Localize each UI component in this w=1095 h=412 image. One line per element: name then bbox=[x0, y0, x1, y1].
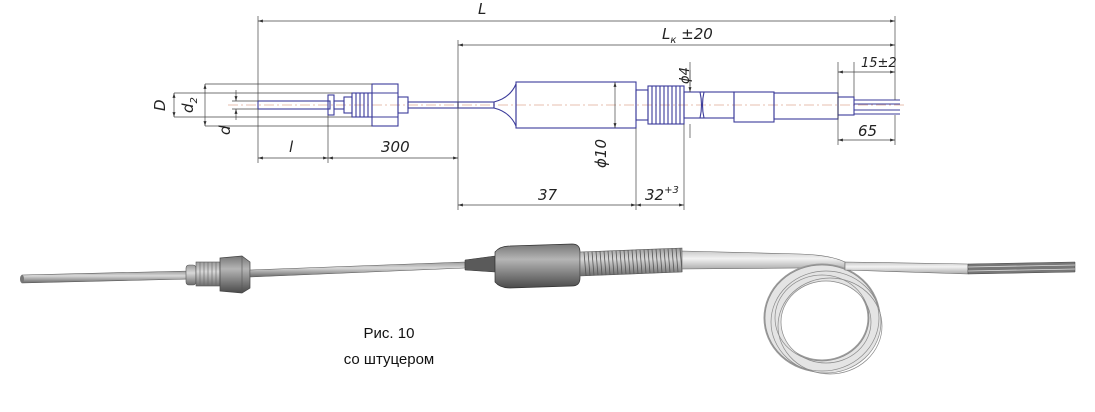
render-cable-end bbox=[844, 261, 969, 275]
wire-ends bbox=[837, 96, 855, 116]
dim-phi10: ϕ10 bbox=[592, 139, 610, 168]
dim-d: d bbox=[216, 125, 234, 135]
dim-300: 300 bbox=[381, 138, 410, 156]
dimension-labels: L Lк ±20 15±2 D d2 d l 300 ϕ4 ϕ10 65 37 … bbox=[151, 0, 897, 204]
render-hex-nut bbox=[219, 255, 251, 294]
dimension-lines bbox=[172, 16, 896, 210]
dim-L: L bbox=[478, 0, 486, 18]
dim-37: 37 bbox=[538, 186, 558, 204]
figure-caption-text: со штуцером bbox=[344, 351, 435, 368]
render-collar bbox=[185, 264, 197, 286]
dim-Lk: Lк ±20 bbox=[662, 25, 713, 46]
dim-d2: d2 bbox=[179, 97, 200, 113]
probe-tube bbox=[257, 100, 331, 110]
dim-D: D bbox=[151, 99, 169, 111]
dim-65: 65 bbox=[858, 122, 877, 140]
cable-sleeve bbox=[733, 91, 775, 123]
dim-phi4: ϕ4 bbox=[678, 67, 693, 84]
figure-caption-number: Рис. 10 bbox=[364, 325, 415, 342]
schematic-view bbox=[228, 81, 905, 129]
render-sheath bbox=[249, 261, 466, 278]
render-spring bbox=[579, 247, 683, 277]
render-transition-body bbox=[494, 243, 581, 289]
render-view bbox=[20, 243, 1076, 375]
render-probe-rod bbox=[21, 270, 191, 284]
dim-15: 15±2 bbox=[861, 56, 897, 71]
dim-32: 32+3 bbox=[645, 185, 679, 204]
dim-l: l bbox=[289, 138, 294, 156]
render-wire-leads bbox=[967, 261, 1076, 275]
